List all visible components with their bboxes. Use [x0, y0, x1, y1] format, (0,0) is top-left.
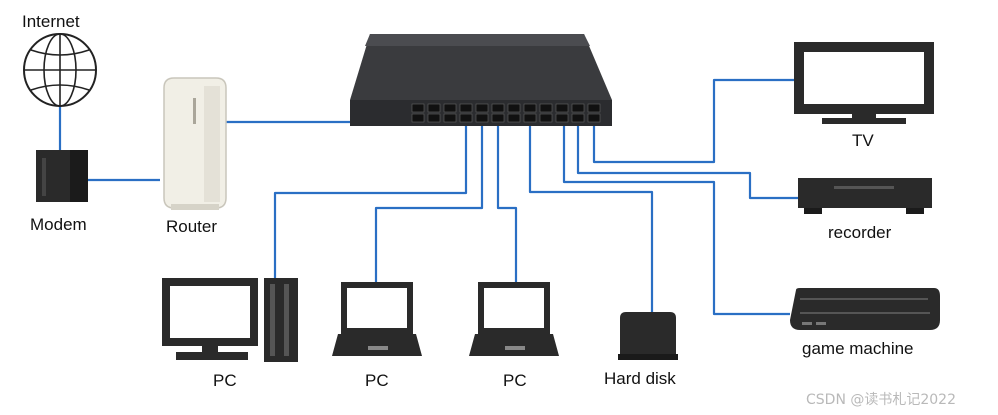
modem-icon [36, 150, 88, 202]
switch-port [443, 103, 457, 113]
switch-port [587, 103, 601, 113]
router-label: Router [166, 217, 217, 236]
internet-label: Internet [22, 12, 80, 31]
cable-switch-game-machine [562, 124, 790, 316]
cable-switch-laptop-1 [374, 124, 484, 282]
tv-icon [794, 42, 934, 124]
switch-port [587, 113, 601, 123]
cable-switch-laptop-2 [496, 124, 518, 282]
cable-switch-desktop [273, 124, 468, 278]
laptop-icon [469, 282, 559, 356]
recorder-label: recorder [828, 223, 892, 242]
switch-port [459, 103, 473, 113]
laptop-icon [332, 282, 422, 356]
switch-ports [411, 103, 601, 123]
globe-icon [23, 33, 97, 107]
switch-port [523, 103, 537, 113]
switch-port [507, 113, 521, 123]
switch-port [507, 103, 521, 113]
switch-port [555, 113, 569, 123]
switch-icon [350, 34, 612, 126]
switch-port [443, 113, 457, 123]
router-icon [163, 77, 227, 210]
switch-port [475, 103, 489, 113]
pc-desktop-label: PC [213, 371, 237, 390]
game-machine-icon [790, 288, 940, 330]
modem-label: Modem [30, 215, 87, 234]
desktop-pc-icon [162, 278, 298, 362]
tv-label: TV [852, 131, 874, 150]
game-machine-label: game machine [802, 339, 914, 358]
cable-switch-tv [592, 78, 794, 164]
switch-port [427, 103, 441, 113]
switch-port [571, 103, 585, 113]
hard-disk-label: Hard disk [604, 369, 676, 388]
pc-laptop-1-label: PC [365, 371, 389, 390]
pc-laptop-2-label: PC [503, 371, 527, 390]
switch-port [539, 103, 553, 113]
switch-port [475, 113, 489, 123]
switch-port [459, 113, 473, 123]
switch-port [491, 103, 505, 113]
switch-port [555, 103, 569, 113]
switch-port [491, 113, 505, 123]
cable-switch-recorder [576, 124, 798, 200]
switch-port [523, 113, 537, 123]
cables [58, 78, 798, 316]
switch-port [539, 113, 553, 123]
recorder-icon [798, 178, 932, 214]
switch-port [571, 113, 585, 123]
cable-switch-hard-disk [528, 124, 654, 313]
switch-port [411, 103, 425, 113]
switch-port [411, 113, 425, 123]
watermark-text: CSDN @读书札记2022 [806, 391, 956, 408]
switch-port [427, 113, 441, 123]
hard-disk-icon [618, 312, 678, 360]
